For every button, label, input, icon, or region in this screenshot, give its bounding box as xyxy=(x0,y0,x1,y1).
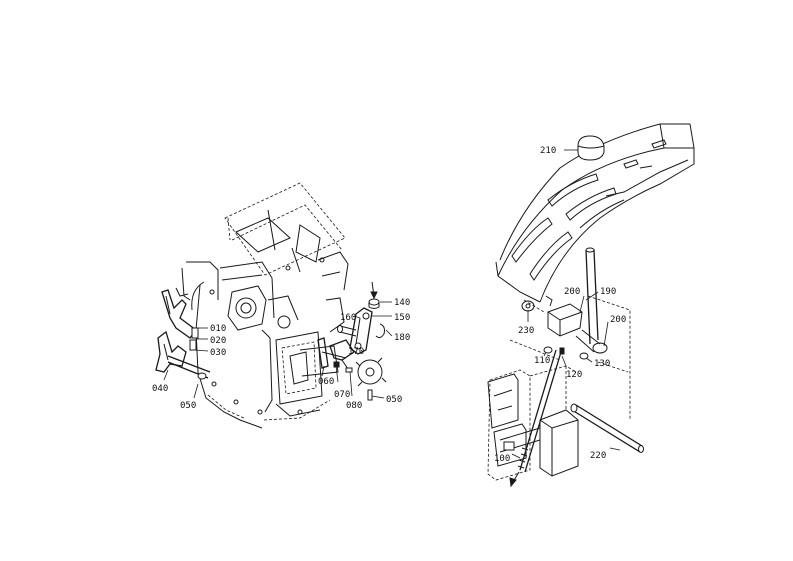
label-190: 190 xyxy=(600,287,616,297)
label-110: 110 xyxy=(534,356,550,366)
label-120: 120 xyxy=(566,370,582,380)
label-050-right: 050 xyxy=(386,395,402,405)
label-080: 080 xyxy=(346,401,362,411)
label-200-top: 200 xyxy=(564,287,580,297)
label-130: 130 xyxy=(594,359,610,369)
label-180: 180 xyxy=(394,333,410,343)
label-040: 040 xyxy=(152,384,168,394)
label-200-right: 200 xyxy=(610,315,626,325)
label-030: 030 xyxy=(210,348,226,358)
label-210: 210 xyxy=(540,146,556,156)
label-140: 140 xyxy=(394,298,410,308)
selector-lever-group xyxy=(317,281,387,401)
label-050-left: 050 xyxy=(180,401,196,411)
shift-lever-rod xyxy=(509,247,631,488)
shift-gate-assembly xyxy=(495,123,695,307)
leader-lines xyxy=(163,149,621,459)
selector-shaft xyxy=(570,403,644,453)
part-number-labels: 010 020 030 040 050 060 070 080 050 140 … xyxy=(152,146,626,464)
label-020: 020 xyxy=(210,336,226,346)
label-060: 060 xyxy=(318,377,334,387)
label-230: 230 xyxy=(518,326,534,336)
transmission-housing xyxy=(181,182,349,429)
label-220: 220 xyxy=(590,451,606,461)
shift-fork-group xyxy=(155,287,211,380)
transmission-side-block xyxy=(487,365,579,481)
label-160: 160 xyxy=(340,313,356,323)
label-150: 150 xyxy=(394,313,410,323)
label-100: 100 xyxy=(494,454,510,464)
label-010: 010 xyxy=(210,324,226,334)
label-070: 070 xyxy=(334,390,350,400)
label-170: 170 xyxy=(348,347,364,357)
